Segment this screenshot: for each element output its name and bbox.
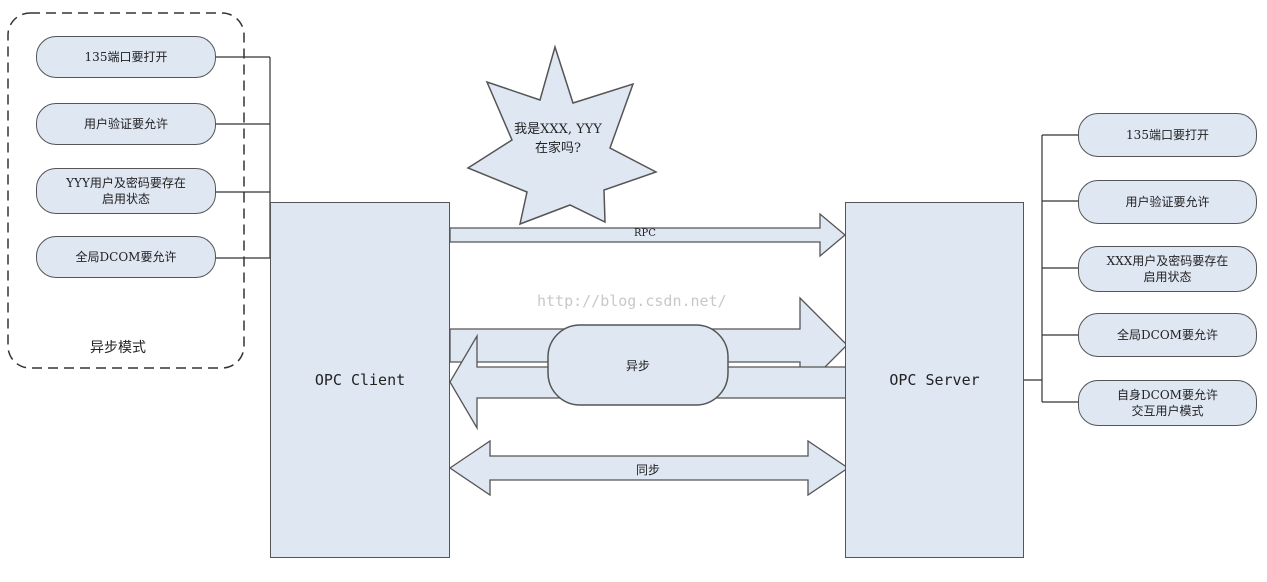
async-mode-group-border	[7, 12, 245, 369]
watermark: http://blog.csdn.net/	[537, 292, 727, 310]
right-item-port-135: 135端口要打开	[1078, 113, 1257, 157]
opc-server-box: OPC Server	[845, 202, 1024, 558]
rpc-arrow	[449, 212, 847, 258]
right-item-xxx-user: XXX用户及密码要存在 启用状态	[1078, 246, 1257, 292]
right-item-global-dcom: 全局DCOM要允许	[1078, 313, 1257, 357]
async-label: 异步	[625, 359, 650, 373]
async-mode-label: 异步模式	[90, 340, 146, 356]
left-item-yyy-user: YYY用户及密码要存在 启用状态	[36, 168, 216, 214]
opc-client-box: OPC Client	[270, 202, 450, 558]
left-item-global-dcom: 全局DCOM要允许	[36, 236, 216, 278]
right-item-user-auth: 用户验证要允许	[1078, 180, 1257, 224]
star-text: 我是XXX, YYY 在家吗?	[514, 122, 602, 156]
left-item-user-auth: 用户验证要允许	[36, 103, 216, 145]
right-connectors	[1023, 134, 1078, 403]
sync-label: 同步	[635, 463, 660, 477]
left-item-port-135: 135端口要打开	[36, 36, 216, 78]
callout-star	[466, 44, 658, 226]
left-connectors	[215, 56, 271, 259]
async-pill	[547, 324, 729, 406]
rpc-label: RPC	[634, 228, 656, 239]
right-item-self-dcom: 自身DCOM要允许 交互用户模式	[1078, 380, 1257, 426]
